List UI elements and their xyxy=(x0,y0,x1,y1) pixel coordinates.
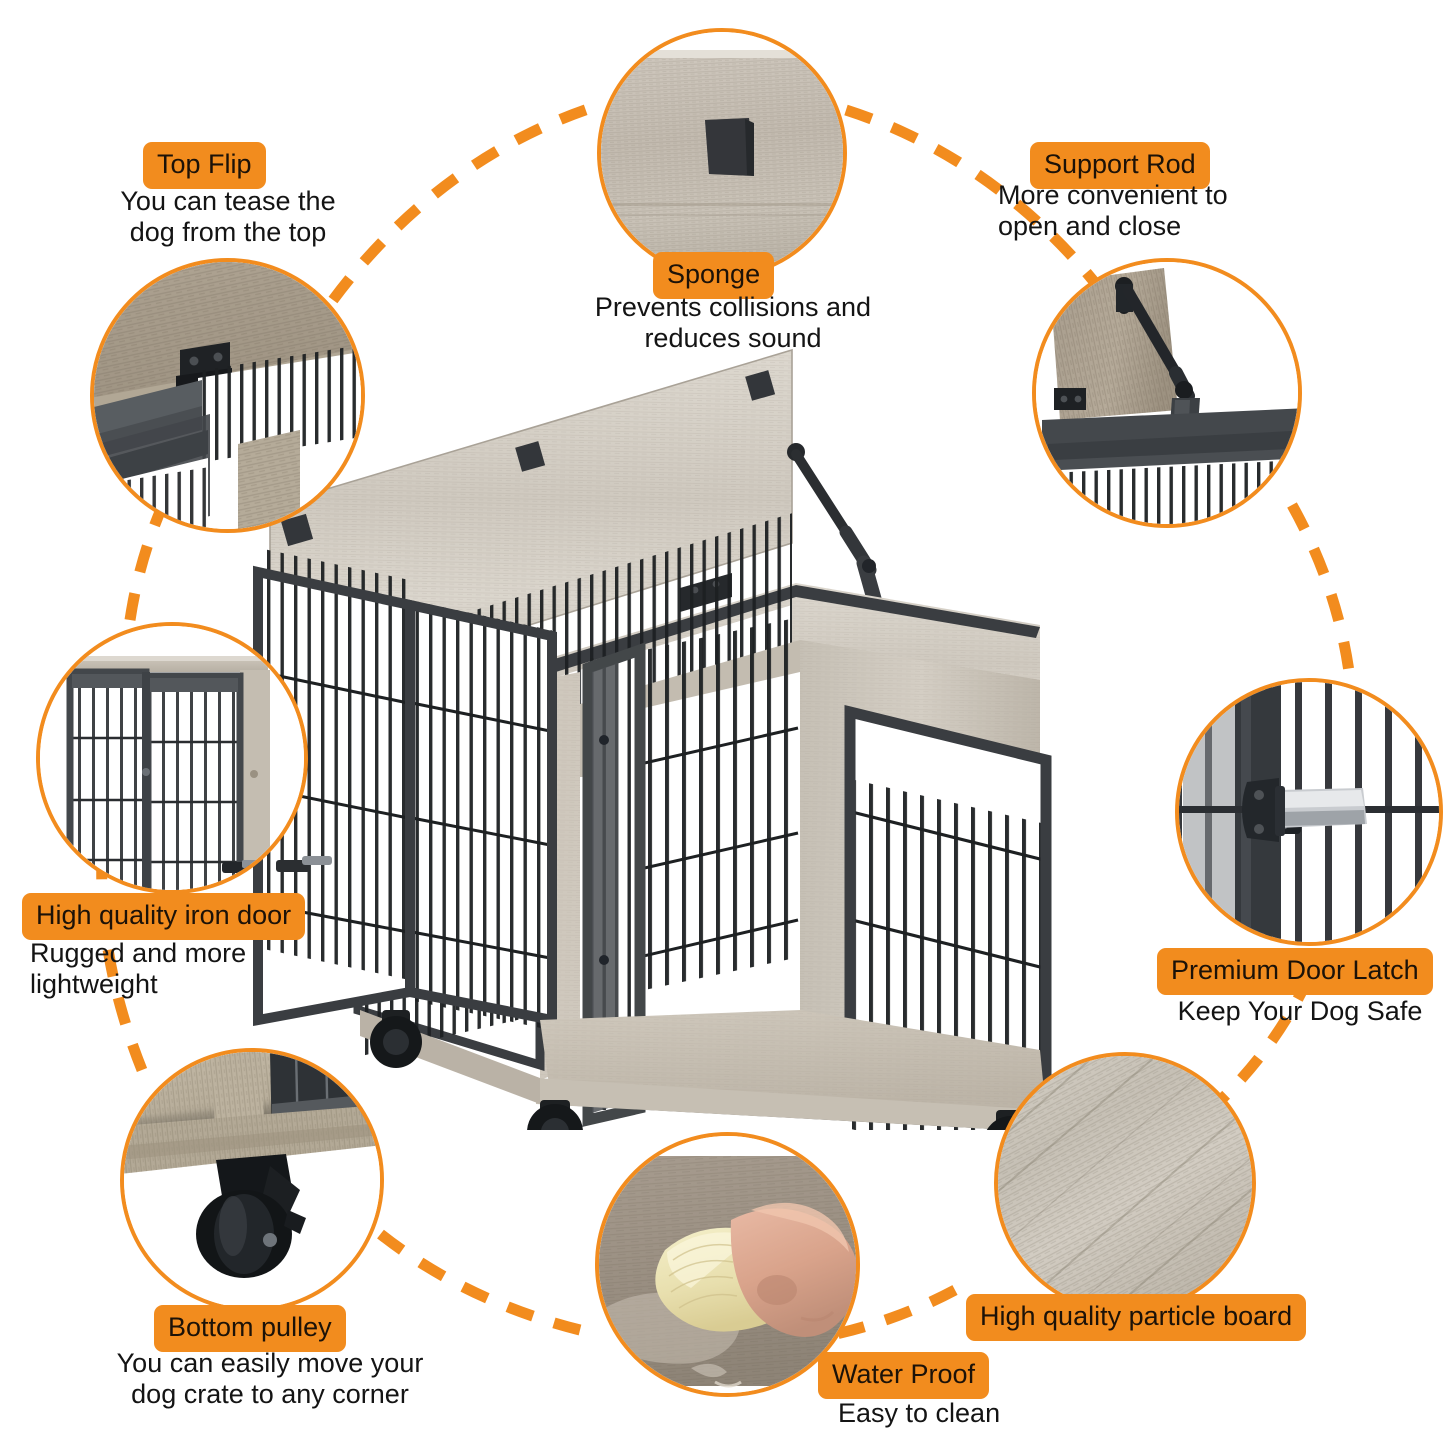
badge-iron-door: High quality iron door xyxy=(22,893,306,940)
badge-water-proof: Water Proof xyxy=(818,1352,990,1399)
main-product-photo xyxy=(253,348,1052,1130)
caption-support-rod: More convenient to open and close xyxy=(998,180,1228,241)
iron-door-photo xyxy=(36,622,308,894)
caption-sponge: Prevents collisions and reduces sound xyxy=(594,292,872,353)
caption-water-proof: Easy to clean xyxy=(838,1398,1001,1428)
caption-iron-door: Rugged and more lightweight xyxy=(30,938,247,999)
support-rod-photo xyxy=(1032,258,1302,528)
badge-sponge: Sponge xyxy=(653,252,775,299)
connector-lowerleft xyxy=(369,1223,582,1336)
caption-top-flip: You can tease the dog from the top xyxy=(120,186,336,247)
particle-board-photo xyxy=(994,1052,1256,1314)
caster-left-rear xyxy=(370,1010,422,1068)
badge-top-flip: Top Flip xyxy=(143,142,266,189)
badge-door-latch: Premium Door Latch xyxy=(1157,948,1433,995)
connector-topleft xyxy=(328,99,602,304)
door-latch-photo xyxy=(1175,678,1443,946)
sponge-pad-photo xyxy=(597,28,847,278)
badge-particle-board: High quality particle board xyxy=(966,1294,1307,1341)
left-doors-open xyxy=(253,548,557,1031)
top-flip-hinge-photo xyxy=(90,258,365,533)
caption-bottom-pulley: You can easily move your dog crate to an… xyxy=(116,1348,424,1409)
casters xyxy=(370,1010,1036,1130)
center-door-open-edge xyxy=(582,642,646,1127)
caption-door-latch: Keep Your Dog Safe xyxy=(1177,996,1423,1026)
badge-bottom-pulley: Bottom pulley xyxy=(154,1305,346,1352)
caster-front-left xyxy=(527,1100,583,1130)
caster-wheel-photo xyxy=(120,1048,384,1312)
